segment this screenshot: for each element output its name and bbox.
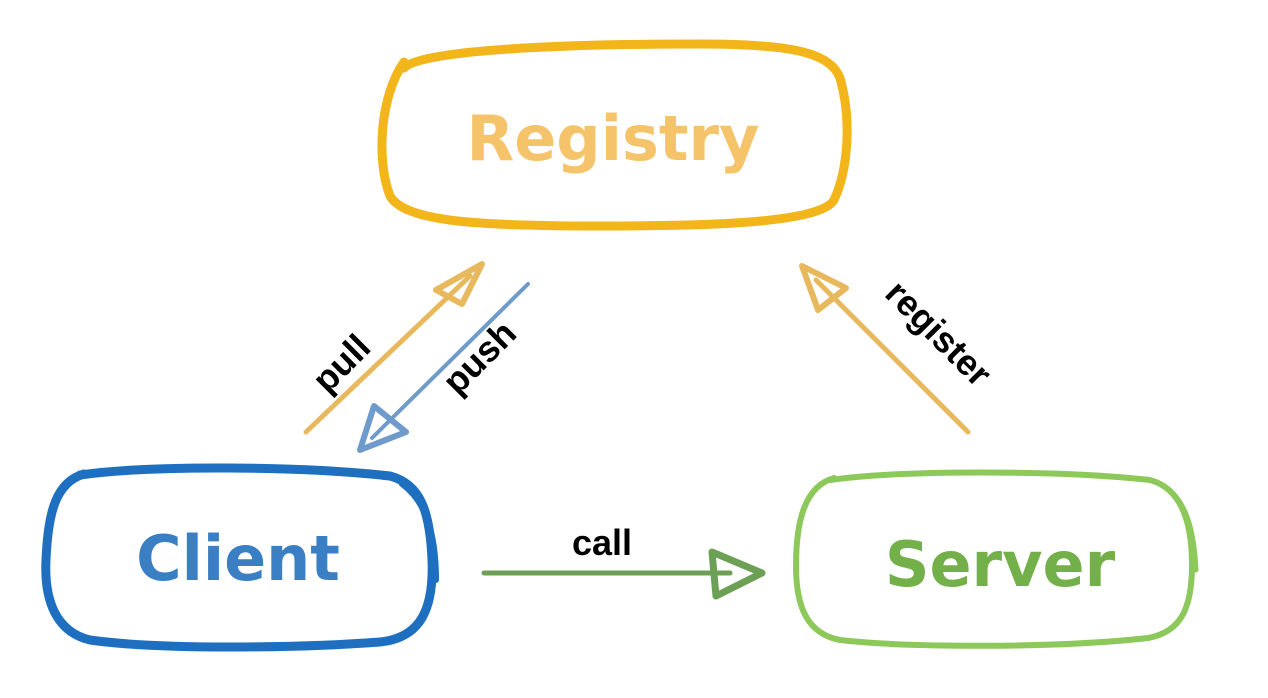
push-arrow-head — [357, 403, 409, 453]
client-node-border-overstroke — [399, 481, 439, 583]
registry-label: Registry — [467, 102, 760, 175]
server-label: Server — [885, 528, 1116, 601]
client-node-border — [41, 463, 437, 652]
pull-arrow-shaft — [303, 273, 473, 435]
register-arrow-head — [799, 263, 849, 313]
push-label: push — [434, 312, 524, 402]
pull-arrow-head — [433, 261, 485, 307]
pull-label: pull — [304, 326, 378, 400]
registry-node-border — [377, 39, 852, 231]
server-node: Server — [793, 469, 1199, 649]
call-arrow-head — [708, 548, 766, 600]
register-label: register — [878, 272, 1000, 394]
register-arrow-shaft — [813, 277, 971, 435]
server-node-border — [793, 469, 1195, 649]
client-label: Client — [136, 522, 340, 595]
push-arrow-shaft — [370, 282, 530, 440]
pull-edge: pull — [303, 261, 485, 435]
registry-node: Registry — [377, 39, 852, 231]
call-label: call — [572, 522, 632, 563]
client-node: Client — [41, 463, 439, 652]
register-edge: register — [799, 263, 1000, 435]
server-node-border-overstroke — [1161, 483, 1199, 573]
call-edge: call — [481, 522, 766, 600]
push-edge: push — [357, 282, 530, 453]
